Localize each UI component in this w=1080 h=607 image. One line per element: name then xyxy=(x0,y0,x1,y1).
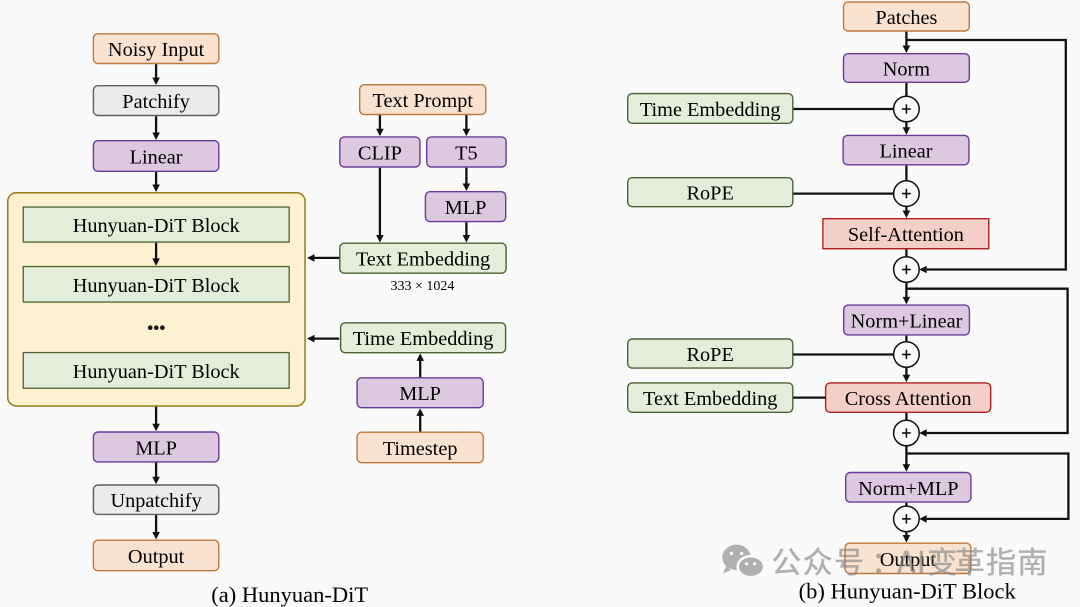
svg-text:Noisy Input: Noisy Input xyxy=(108,39,205,61)
svg-text:MLP: MLP xyxy=(445,197,487,219)
svg-text:Norm+Linear: Norm+Linear xyxy=(851,311,963,333)
svg-text:MLP: MLP xyxy=(399,383,441,405)
svg-text:Output: Output xyxy=(128,546,185,568)
svg-text:MLP: MLP xyxy=(135,437,177,459)
svg-text:Text Embedding: Text Embedding xyxy=(356,249,490,271)
svg-text:Hunyuan-DiT Block: Hunyuan-DiT Block xyxy=(73,215,241,237)
svg-text:T5: T5 xyxy=(455,142,478,164)
svg-text:Hunyuan-DiT Block: Hunyuan-DiT Block xyxy=(73,275,241,297)
svg-text:RoPE: RoPE xyxy=(687,183,734,205)
svg-text:Timestep: Timestep xyxy=(383,438,458,460)
svg-text:(a) Hunyuan-DiT: (a) Hunyuan-DiT xyxy=(211,582,368,607)
svg-text:Linear: Linear xyxy=(880,141,933,163)
svg-text:Unpatchify: Unpatchify xyxy=(110,490,202,512)
svg-text:Patches: Patches xyxy=(875,7,937,29)
svg-text:(b) Hunyuan-DiT Block: (b) Hunyuan-DiT Block xyxy=(799,579,1017,604)
svg-text:Patchify: Patchify xyxy=(122,91,190,113)
svg-text:Self-Attention: Self-Attention xyxy=(848,224,964,246)
svg-text:CLIP: CLIP xyxy=(358,142,402,164)
svg-text:Time Embedding: Time Embedding xyxy=(353,328,494,350)
svg-text:Time Embedding: Time Embedding xyxy=(640,99,781,121)
svg-text:Norm: Norm xyxy=(883,59,931,81)
svg-text:RoPE: RoPE xyxy=(687,344,734,366)
svg-text:Text Prompt: Text Prompt xyxy=(373,90,474,112)
svg-text:333 × 1024: 333 × 1024 xyxy=(390,279,454,294)
svg-text:Hunyuan-DiT Block: Hunyuan-DiT Block xyxy=(73,361,241,383)
svg-text:Norm+MLP: Norm+MLP xyxy=(858,478,958,500)
svg-text:Text Embedding: Text Embedding xyxy=(643,388,777,410)
svg-text:Cross Attention: Cross Attention xyxy=(845,388,972,410)
svg-text:Linear: Linear xyxy=(130,147,183,169)
